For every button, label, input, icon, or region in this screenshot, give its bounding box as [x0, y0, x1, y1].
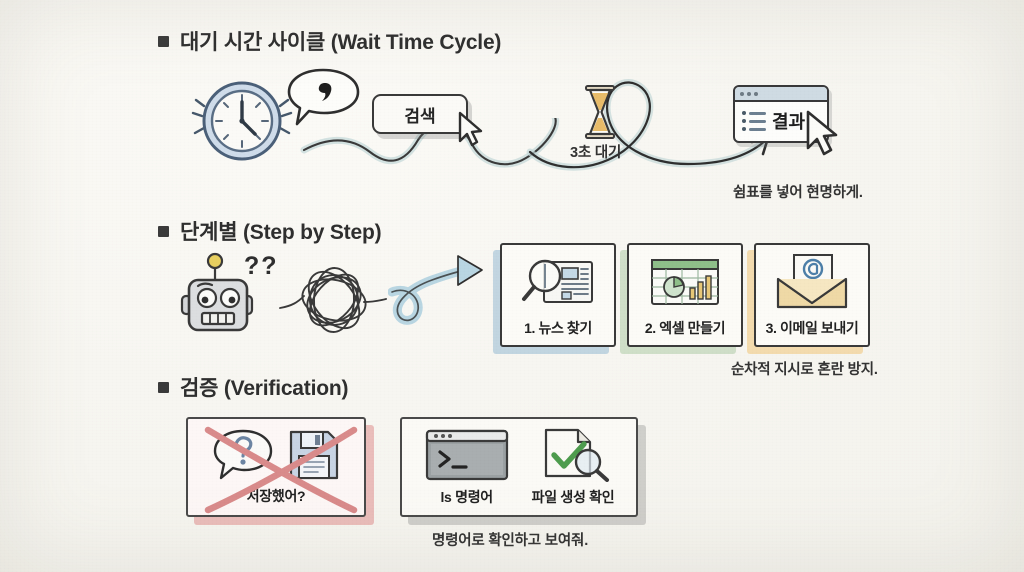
step-card-label: 3. 이메일 보내기	[765, 320, 859, 336]
search-button[interactable]: 검색	[372, 94, 468, 134]
terminal-window-icon	[425, 429, 508, 480]
window-titlebar	[735, 87, 827, 102]
square-bullet-icon	[158, 225, 169, 237]
good-item-label: 파일 생성 확인	[531, 488, 615, 505]
caption-wait-time-cycle: 쉼표를 넣어 현명하게.	[733, 185, 863, 201]
window-dot-icon	[740, 91, 744, 96]
confused-robot-icon	[180, 252, 254, 332]
spreadsheet-chart-icon	[629, 245, 741, 318]
good-panel-items: ls 명령어 파일 생성 확인	[424, 428, 615, 507]
clock-icon	[191, 81, 293, 161]
caption-verification: 명령어로 확인하고 보여줘.	[432, 533, 589, 549]
section-heading-wait-time-cycle: 대기 시간 사이클 (Wait Time Cycle)	[158, 26, 501, 56]
good-item-file-check[interactable]: 파일 생성 확인	[532, 428, 615, 507]
square-bullet-icon	[158, 35, 169, 47]
caption-step-by-step: 순차적 지시로 혼란 방지.	[731, 362, 878, 378]
section-heading-label: 단계별 (Step by Step)	[180, 221, 382, 244]
cursor-arrow-icon	[806, 110, 838, 156]
step-card-1[interactable]: 1. 뉴스 찾기	[500, 243, 616, 347]
window-body: 결과	[735, 102, 827, 141]
result-window-label: 결과	[772, 112, 806, 132]
list-icon	[742, 111, 766, 131]
section-heading-verification: 검증 (Verification)	[158, 372, 348, 402]
hourglass-icon	[585, 85, 615, 139]
window-dot-icon	[747, 91, 751, 96]
tangled-scribble-icon	[279, 267, 387, 333]
section-heading-label: 검증 (Verification)	[180, 377, 349, 400]
bad-panel-label: 저장했어?	[246, 488, 306, 504]
good-item-terminal[interactable]: ls 명령어	[424, 428, 510, 507]
section-heading-label: 대기 시간 사이클 (Wait Time Cycle)	[180, 31, 502, 54]
square-bullet-icon	[158, 381, 169, 393]
step-card-2[interactable]: 2. 엑셀 만들기	[627, 243, 743, 347]
email-envelope-icon	[756, 245, 868, 318]
step-card-label: 1. 뉴스 찾기	[524, 320, 592, 336]
search-button-label: 검색	[404, 106, 436, 126]
speech-bubble-comma-icon	[287, 68, 360, 126]
wait-label: 3초 대기	[570, 145, 622, 161]
step-card-label: 2. 엑셀 만들기	[644, 320, 726, 336]
magnifier-newspaper-icon	[502, 245, 614, 318]
step-card-3[interactable]: 3. 이메일 보내기	[754, 243, 870, 347]
document-check-magnifier-icon	[544, 428, 609, 482]
looping-arrow-icon	[388, 255, 483, 325]
verification-good-panel: ls 명령어 파일 생성 확인	[400, 417, 638, 517]
window-dot-icon	[754, 91, 758, 96]
good-item-label: ls 명령어	[440, 488, 493, 505]
red-cross-out-icon	[204, 426, 358, 514]
cursor-arrow-icon	[458, 111, 483, 147]
section-heading-step-by-step: 단계별 (Step by Step)	[158, 216, 382, 246]
question-marks-label: ??	[244, 252, 279, 280]
